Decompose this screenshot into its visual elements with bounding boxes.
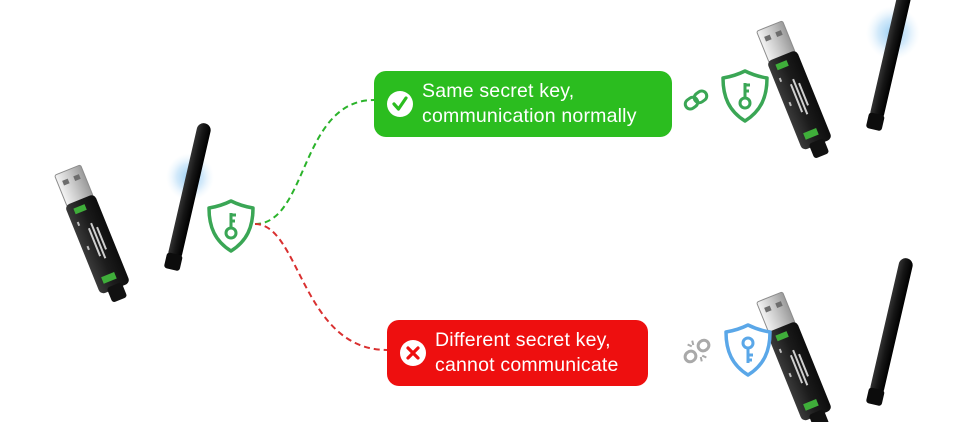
success-callout: Same secret key, communication normally — [374, 71, 672, 137]
usb-dongle-icon — [754, 290, 838, 422]
green-dashed-path — [254, 99, 375, 225]
green-key-shield-icon — [721, 69, 769, 123]
success-message: Same secret key, communication normally — [422, 79, 637, 129]
broken-link-icon — [683, 338, 711, 364]
sender-device — [52, 121, 255, 307]
failure-line-2: cannot communicate — [435, 354, 619, 376]
red-dashed-path — [254, 223, 388, 351]
green-key-shield-icon — [207, 199, 255, 253]
success-line-2: communication normally — [422, 105, 637, 127]
check-circle-icon — [387, 91, 413, 117]
receiver-bad-device — [683, 256, 916, 422]
usb-dongle-icon — [52, 163, 136, 307]
failure-line-1: Different secret key, — [435, 329, 611, 351]
link-chain-icon — [683, 89, 709, 111]
receiver-ok-device — [683, 0, 920, 163]
blue-key-shield-icon — [724, 323, 772, 377]
antenna-icon — [865, 256, 916, 407]
x-circle-icon — [400, 340, 426, 366]
success-line-1: Same secret key, — [422, 80, 575, 102]
antenna-icon — [163, 121, 214, 272]
failure-callout: Different secret key, cannot communicate — [387, 320, 648, 386]
failure-message: Different secret key, cannot communicate — [435, 328, 619, 378]
